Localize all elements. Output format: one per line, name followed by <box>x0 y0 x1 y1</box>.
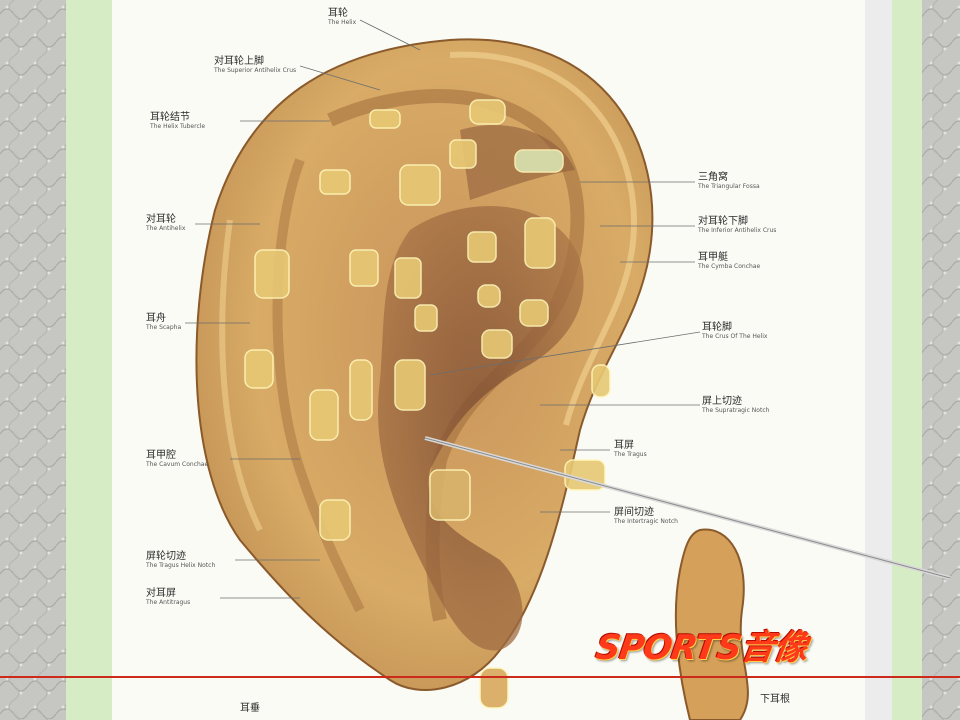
sports-video-logo: SPORTS音像 <box>593 628 810 668</box>
label-lobule: 耳垂 <box>240 703 260 714</box>
label-lower-ear-root: 下耳根 <box>760 694 790 705</box>
leader-lines <box>185 19 701 599</box>
acupoint-patches <box>244 99 611 709</box>
